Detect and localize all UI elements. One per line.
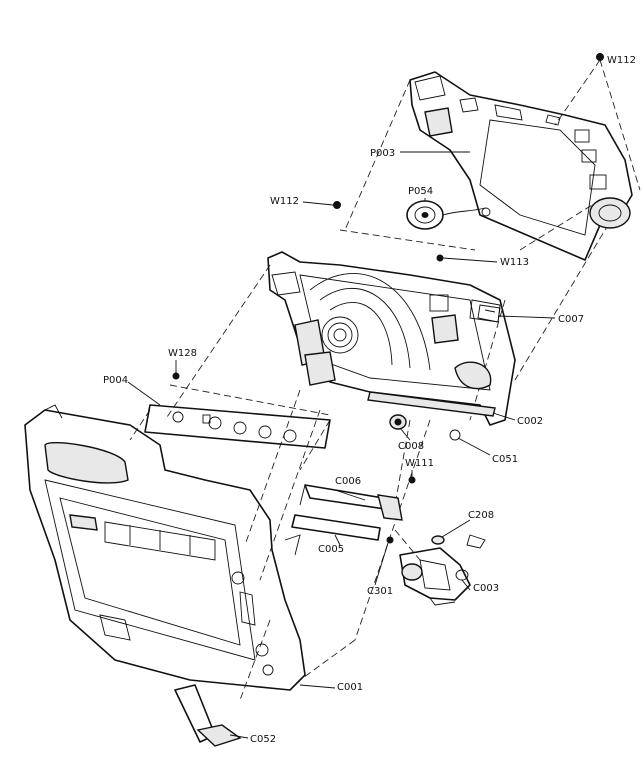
label-c006: C006 <box>335 476 361 487</box>
part-w112-mid-screw <box>333 201 341 209</box>
label-c007: C007 <box>558 314 584 325</box>
part-p004-button-board <box>144 404 331 449</box>
part-c208 <box>431 534 486 549</box>
label-c052: C052 <box>250 734 276 745</box>
label-w112-mid: W112 <box>270 196 299 207</box>
label-c008: C008 <box>398 441 424 452</box>
part-c001-front-frame <box>24 404 306 691</box>
alignment-lines <box>129 59 641 701</box>
label-w111: W111 <box>405 458 434 469</box>
part-c051 <box>449 429 461 441</box>
label-c301: C301 <box>367 586 393 597</box>
part-w128-screw <box>172 372 180 380</box>
part-c005-plate <box>291 514 381 541</box>
label-c002: C002 <box>517 416 543 427</box>
leader-lines <box>127 151 556 739</box>
label-c001: C001 <box>337 682 363 693</box>
part-w112-top-screw <box>596 53 604 61</box>
label-c051: C051 <box>492 454 518 465</box>
part-p003-board <box>409 71 633 261</box>
part-middle-chassis <box>267 251 516 426</box>
part-labels: W112 P003 P054 W112 W113 C007 W128 P004 … <box>103 55 636 745</box>
label-p004: P004 <box>103 375 128 386</box>
part-c301-screw <box>386 536 394 544</box>
label-w113: W113 <box>500 257 529 268</box>
part-c003-mechanism <box>399 547 471 606</box>
part-c002-bar <box>367 391 496 417</box>
label-p003: P003 <box>370 148 395 159</box>
part-c052 <box>174 684 242 747</box>
label-c005: C005 <box>318 544 344 555</box>
label-c208: C208 <box>468 510 494 521</box>
label-w112-top: W112 <box>607 55 636 66</box>
label-c003: C003 <box>473 583 499 594</box>
part-c006-bracket <box>299 484 403 521</box>
label-p054: P054 <box>408 186 433 197</box>
part-c008-knob <box>389 414 407 430</box>
label-w128: W128 <box>168 348 197 359</box>
part-c007-clip <box>477 304 501 323</box>
part-w113-screw <box>436 254 444 262</box>
